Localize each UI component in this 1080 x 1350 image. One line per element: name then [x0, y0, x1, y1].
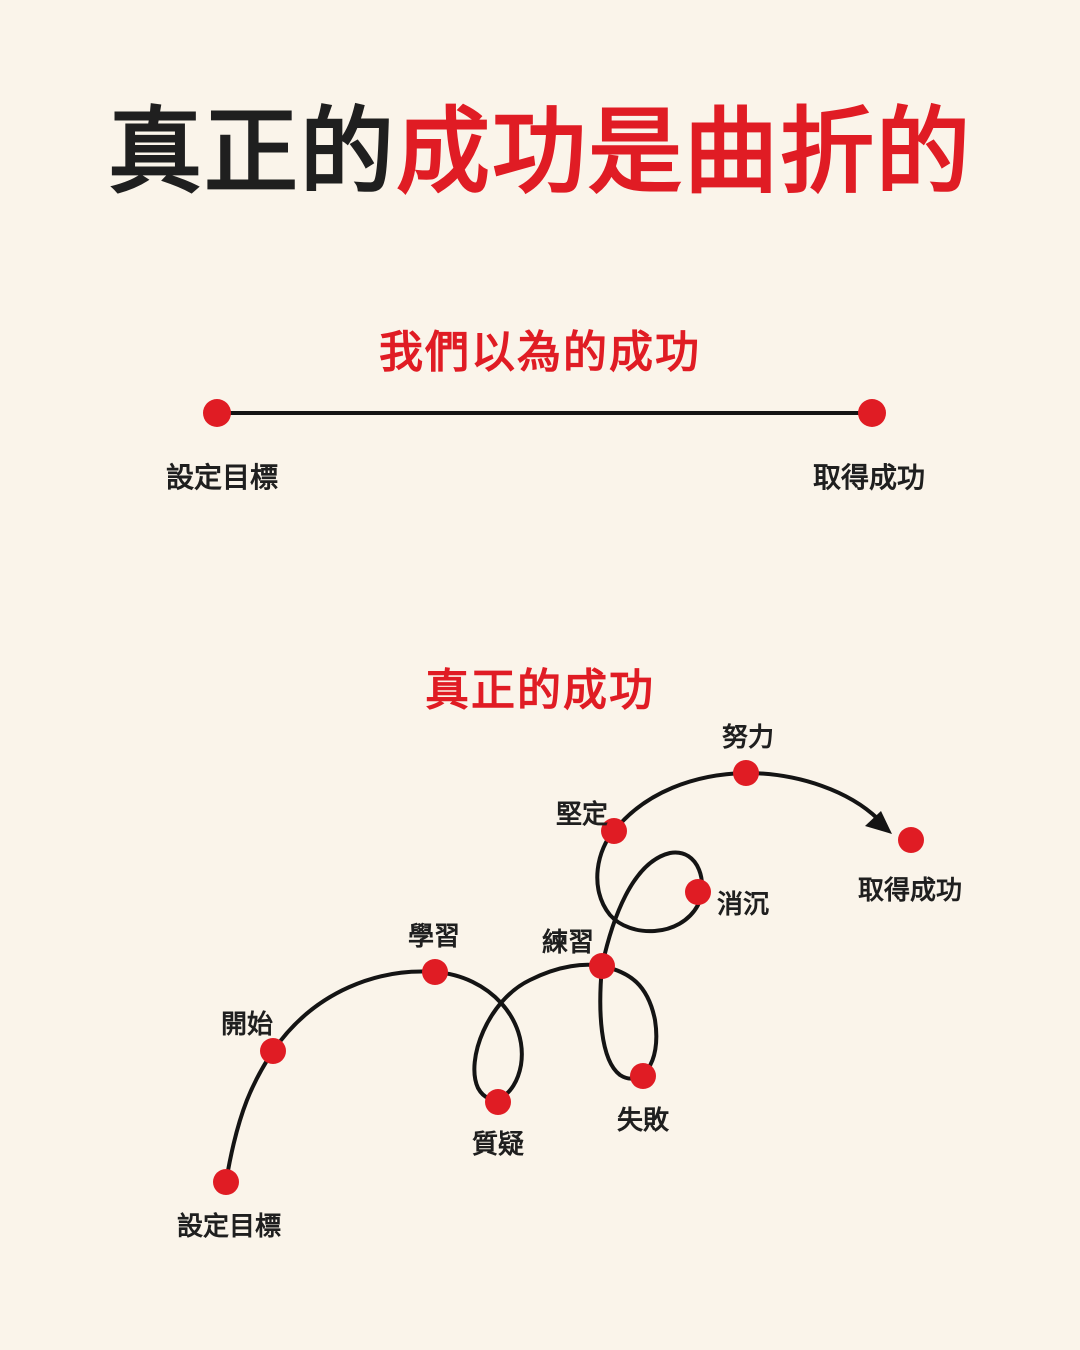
expectation-start-dot — [203, 399, 231, 427]
expectation-end-dot — [858, 399, 886, 427]
node-dot-doubt — [485, 1089, 511, 1115]
node-label-failure: 失敗 — [616, 1106, 670, 1136]
node-dot-depressed — [685, 879, 711, 905]
node-label-effort: 努力 — [721, 723, 775, 753]
title-part-black: 真正的 — [107, 98, 396, 207]
node-label-doubt: 質疑 — [471, 1130, 525, 1160]
node-label-success: 取得成功 — [857, 876, 963, 906]
node-label-depressed: 消沉 — [716, 890, 770, 920]
expectation-start-label: 設定目標 — [165, 461, 279, 494]
expectation-heading: 我們以為的成功 — [379, 327, 701, 378]
node-dot-set-goal — [213, 1169, 239, 1195]
reality-path — [224, 770, 880, 1184]
arrow-head — [865, 811, 892, 834]
node-label-determined: 堅定 — [555, 800, 609, 830]
expectation-end-label: 取得成功 — [812, 461, 926, 494]
reality-heading: 真正的成功 — [425, 665, 655, 716]
node-dot-success — [898, 827, 924, 853]
node-dot-learn — [422, 959, 448, 985]
node-dot-failure — [630, 1063, 656, 1089]
title-part-red: 成功是曲折的 — [396, 98, 973, 207]
node-dot-effort — [733, 760, 759, 786]
node-label-start: 開始 — [220, 1010, 274, 1040]
node-dot-start — [260, 1038, 286, 1064]
node-label-set-goal: 設定目標 — [176, 1212, 282, 1242]
page-title: 真正的成功是曲折的 — [0, 98, 1080, 208]
node-dot-practice — [589, 953, 615, 979]
node-label-learn: 學習 — [407, 922, 461, 952]
node-label-practice: 練習 — [541, 928, 595, 958]
node-dot-determined — [601, 818, 627, 844]
